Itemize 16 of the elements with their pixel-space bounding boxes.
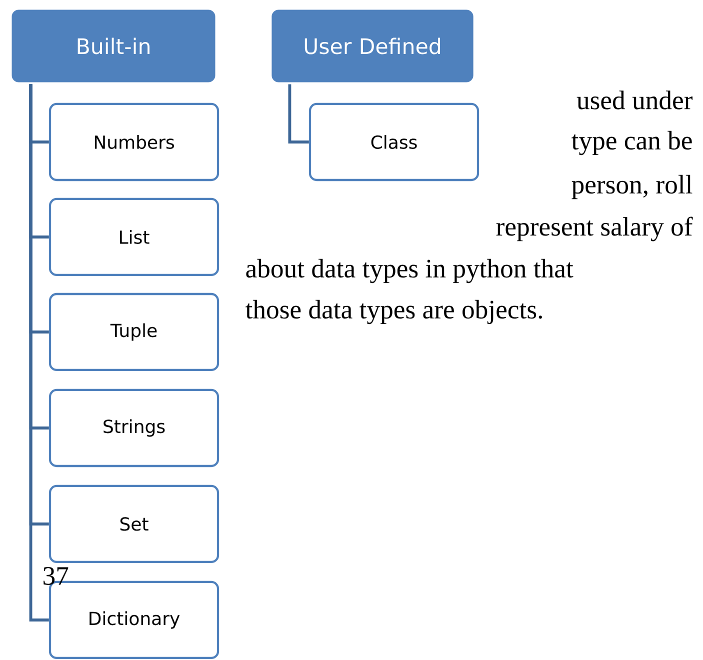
connector-line xyxy=(288,84,309,144)
head-box: User Defined xyxy=(272,10,474,82)
body-text: used under xyxy=(576,90,692,110)
item-box: Tuple xyxy=(48,292,220,372)
body-text: those data types are objects. xyxy=(246,300,542,324)
head-box: Built-in xyxy=(12,10,216,82)
item-box: Strings xyxy=(48,388,220,468)
item-box: Numbers xyxy=(48,102,220,182)
item-box: Class xyxy=(308,102,480,182)
body-text: type can be xyxy=(572,130,692,156)
body-text: person, roll xyxy=(572,174,692,200)
item-box: List xyxy=(48,198,220,276)
connector-line xyxy=(29,84,49,622)
body-text: about data types in python that xyxy=(246,258,574,284)
body-text: represent salary of xyxy=(496,216,693,242)
item-box: Set xyxy=(48,484,220,564)
